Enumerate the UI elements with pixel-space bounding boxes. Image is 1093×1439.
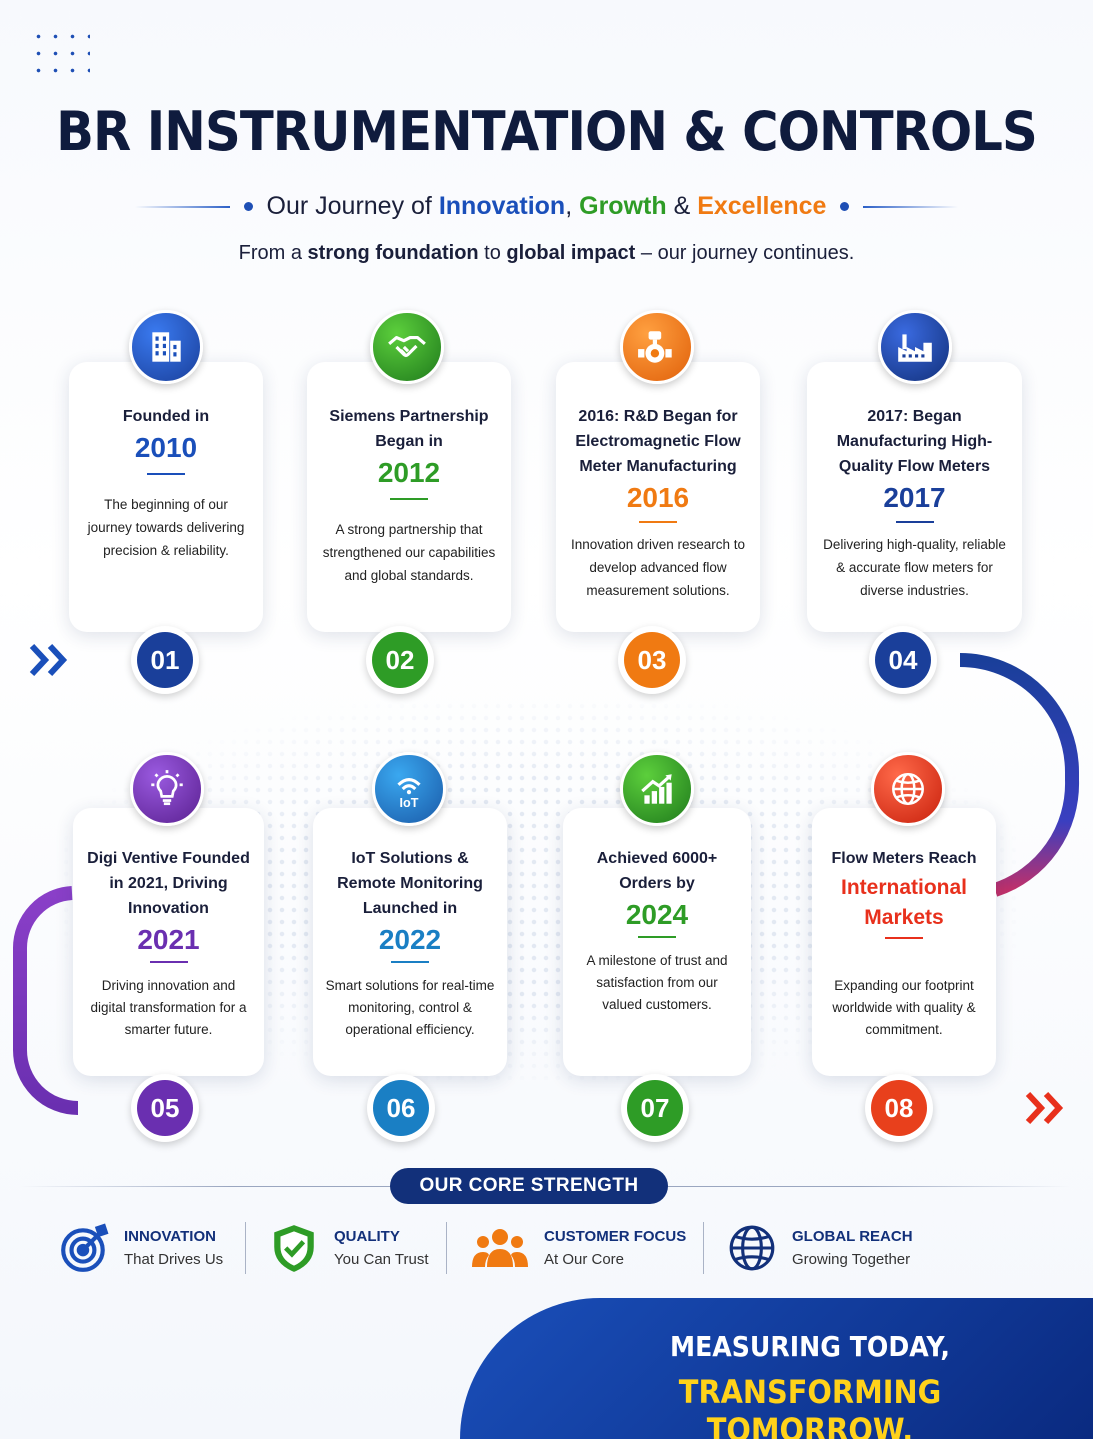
globe-icon bbox=[729, 1225, 775, 1271]
tagline: From a strong foundation to global impac… bbox=[238, 242, 855, 264]
growth-chart-icon bbox=[620, 752, 694, 826]
milestone-number-01: 01 bbox=[131, 626, 199, 694]
svg-text:IoT: IoT bbox=[400, 796, 419, 810]
flow-meter-icon bbox=[620, 310, 694, 384]
milestone-number-08: 08 bbox=[865, 1074, 933, 1142]
building-icon bbox=[129, 310, 203, 384]
milestone-number-05: 05 bbox=[131, 1074, 199, 1142]
decorative-dots bbox=[30, 28, 90, 84]
people-icon bbox=[472, 1229, 528, 1267]
footer-slogan: MEASURING TODAY, TRANSFORMING TOMORROW. bbox=[669, 1330, 951, 1439]
start-chevrons-icon bbox=[29, 643, 68, 677]
handshake-icon bbox=[370, 310, 444, 384]
milestone-number-06: 06 bbox=[367, 1074, 435, 1142]
milestone-card-01: Founded in 2010 The beginning of our jou… bbox=[69, 362, 263, 632]
end-chevrons-icon bbox=[1025, 1091, 1064, 1125]
shield-check-icon bbox=[274, 1225, 314, 1272]
subtitle: Our Journey of Innovation, Growth & Exce… bbox=[0, 192, 1093, 221]
footer-band bbox=[460, 1298, 1093, 1439]
milestone-number-03: 03 bbox=[618, 626, 686, 694]
milestone-number-07: 07 bbox=[621, 1074, 689, 1142]
milestone-card-02: Siemens Partnership Began in 2012 A stro… bbox=[307, 362, 511, 632]
milestone-card-05: Digi Ventive Founded in 2021, Driving In… bbox=[73, 808, 264, 1076]
milestone-card-03: 2016: R&D Began for Electromagnetic Flow… bbox=[556, 362, 760, 632]
factory-icon bbox=[878, 310, 952, 384]
iot-icon: IoT bbox=[372, 752, 446, 826]
milestone-card-08: Flow Meters Reach International Markets … bbox=[812, 808, 996, 1076]
milestone-number-02: 02 bbox=[366, 626, 434, 694]
milestone-card-04: 2017: Began Manufacturing High-Quality F… bbox=[807, 362, 1022, 632]
page-title: BR INSTRUMENTATION & CONTROLS bbox=[56, 100, 1038, 163]
milestone-number-04: 04 bbox=[869, 626, 937, 694]
milestone-card-06: IoT Solutions & Remote Monitoring Launch… bbox=[313, 808, 507, 1076]
core-strength-label: OUR CORE STRENGTH bbox=[390, 1168, 668, 1204]
target-icon bbox=[61, 1223, 109, 1272]
milestone-card-07: Achieved 6000+ Orders by 2024 A mileston… bbox=[563, 808, 751, 1076]
globe-icon bbox=[871, 752, 945, 826]
lightbulb-icon bbox=[130, 752, 204, 826]
